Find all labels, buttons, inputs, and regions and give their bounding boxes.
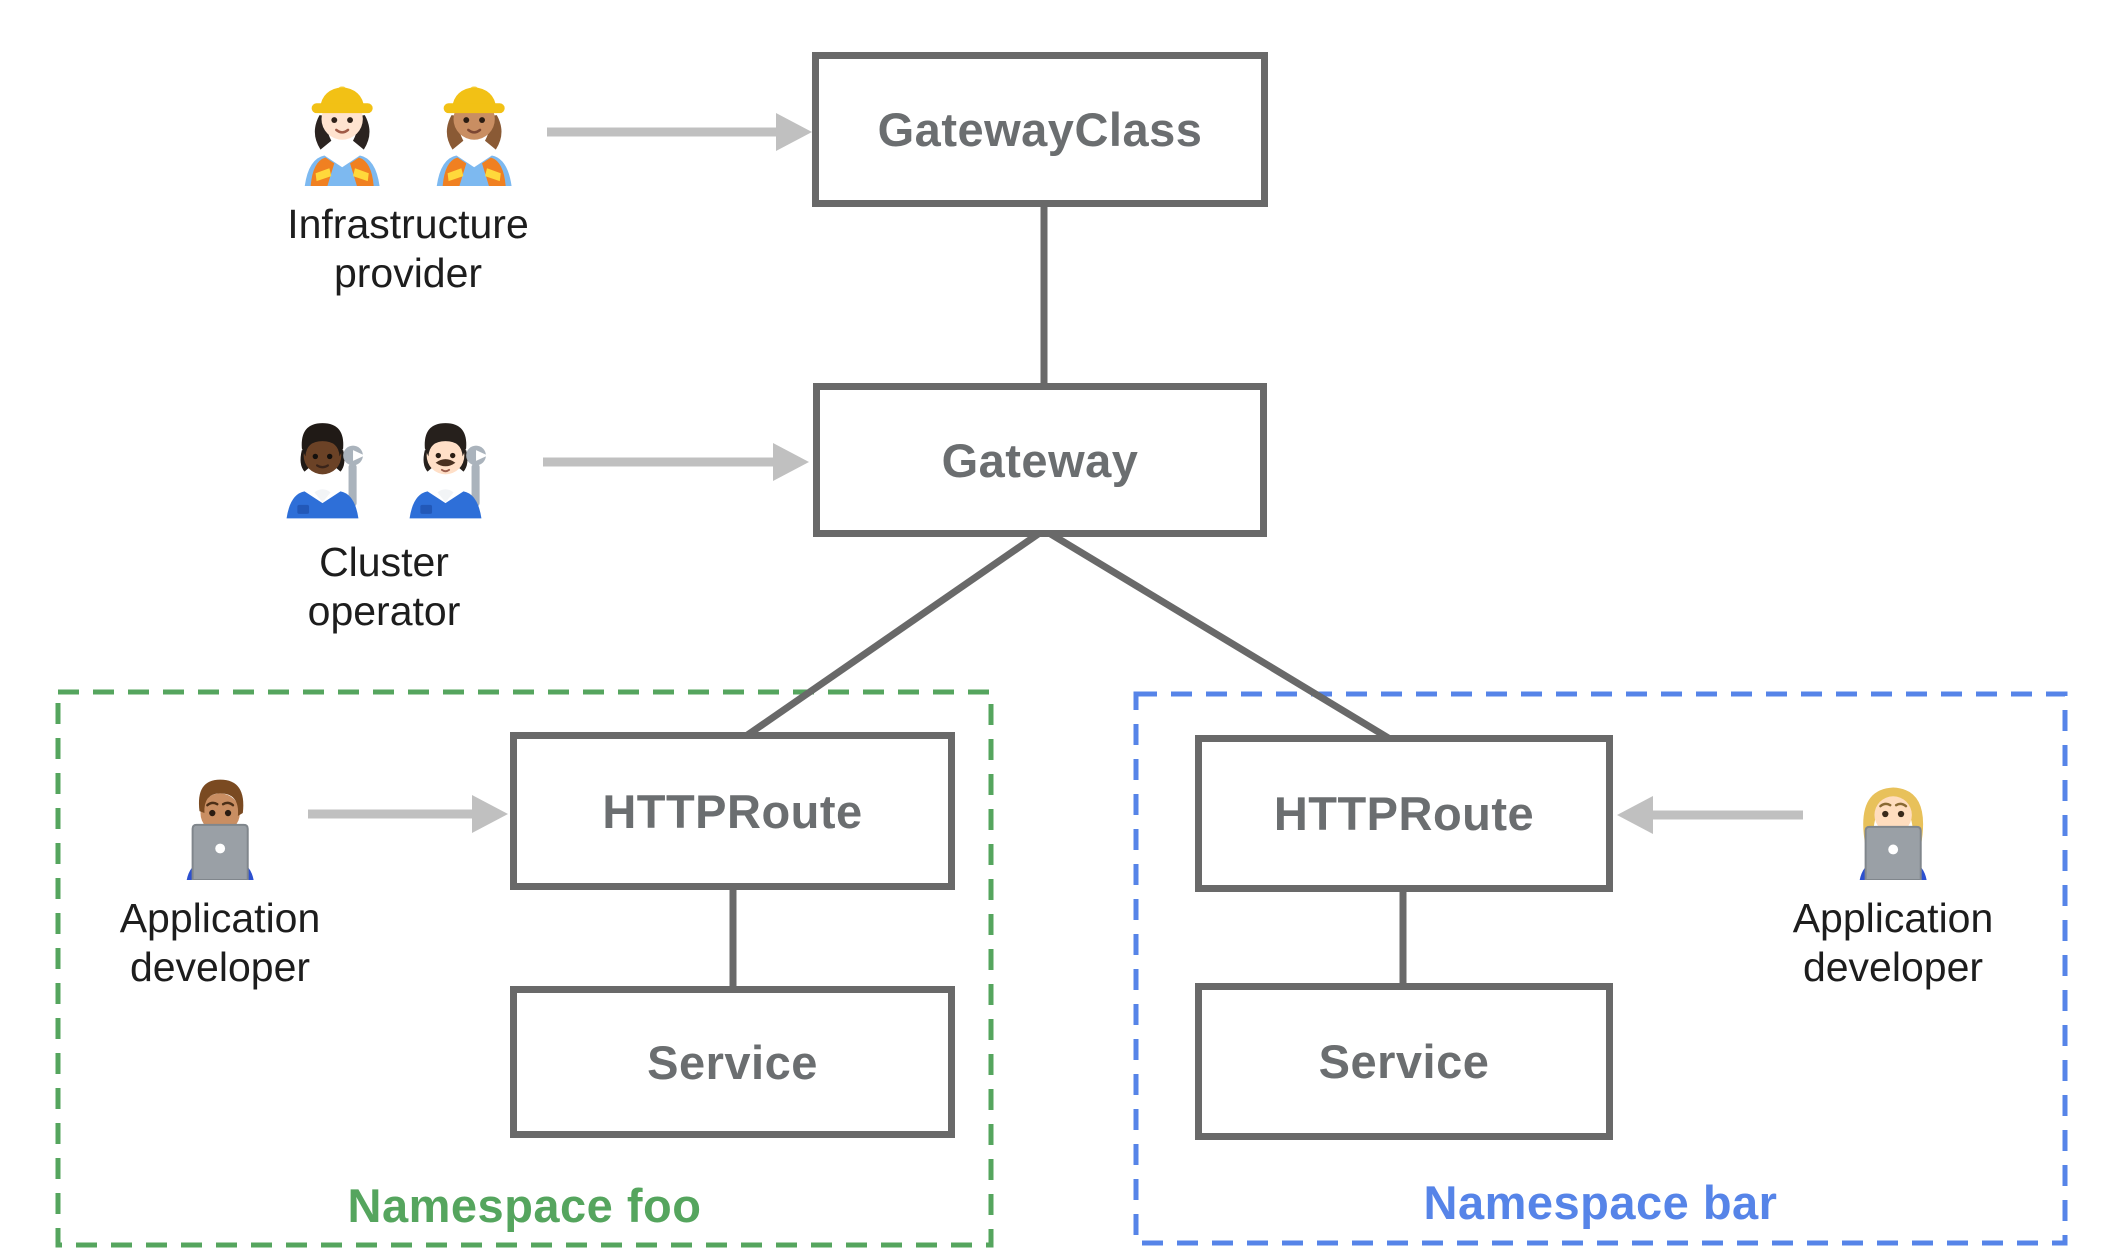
arrow-app-developer-to-httproute-foo xyxy=(308,795,508,833)
gateway-node: Gateway xyxy=(813,383,1267,537)
persona-app-developer-bar: Application developer xyxy=(1763,752,2023,992)
mechanic-dark-icon xyxy=(286,423,365,519)
man-mechanic-light-icon xyxy=(409,423,488,519)
persona-label-cluster-operator: Cluster operator xyxy=(307,539,461,635)
gatewayclass-label: GatewayClass xyxy=(877,103,1203,156)
httproute-foo-label: HTTPRoute xyxy=(602,784,863,838)
namespace-bar-label: Namespace bar xyxy=(1423,1176,1778,1229)
arrow-infrastructure-provider-to-gatewayclass xyxy=(547,113,812,151)
httproute-bar-node: HTTPRoute xyxy=(1195,735,1613,892)
woman-technologist-icon xyxy=(1859,787,1927,880)
persona-label-app-developer-foo: Application developer xyxy=(119,895,321,991)
persona-app-developer-foo: Application developer xyxy=(90,752,350,992)
gatewayclass-node: GatewayClass xyxy=(812,52,1268,207)
service-bar-label: Service xyxy=(1318,1035,1490,1088)
man-technologist-icon xyxy=(186,779,254,880)
service-foo-label: Service xyxy=(647,1035,818,1089)
persona-infrastructure-provider: Infrastructure provider xyxy=(258,58,558,298)
edge-gateway-httproute-foo xyxy=(731,527,1046,748)
arrow-app-developer-to-httproute-bar xyxy=(1617,796,1803,834)
persona-label-app-developer-bar: Application developer xyxy=(1792,895,1994,991)
edge-gateway-httproute-bar xyxy=(1042,527,1402,748)
woman-construction-worker-light-icon xyxy=(304,86,380,186)
namespace-foo-label: Namespace foo xyxy=(347,1179,702,1232)
httproute-foo-node: HTTPRoute xyxy=(510,732,955,890)
namespace-foo-border xyxy=(55,689,994,1248)
httproute-bar-label: HTTPRoute xyxy=(1273,787,1535,840)
arrow-cluster-operator-to-gateway xyxy=(543,443,809,481)
service-bar-node: Service xyxy=(1195,983,1613,1140)
persona-label-infrastructure-provider: Infrastructure provider xyxy=(287,201,529,297)
woman-construction-worker-medium-icon xyxy=(436,86,512,186)
gateway-label: Gateway xyxy=(941,433,1139,487)
namespace-bar-border xyxy=(1133,691,2068,1246)
service-foo-node: Service xyxy=(510,986,955,1138)
persona-cluster-operator: Cluster operator xyxy=(274,396,494,636)
